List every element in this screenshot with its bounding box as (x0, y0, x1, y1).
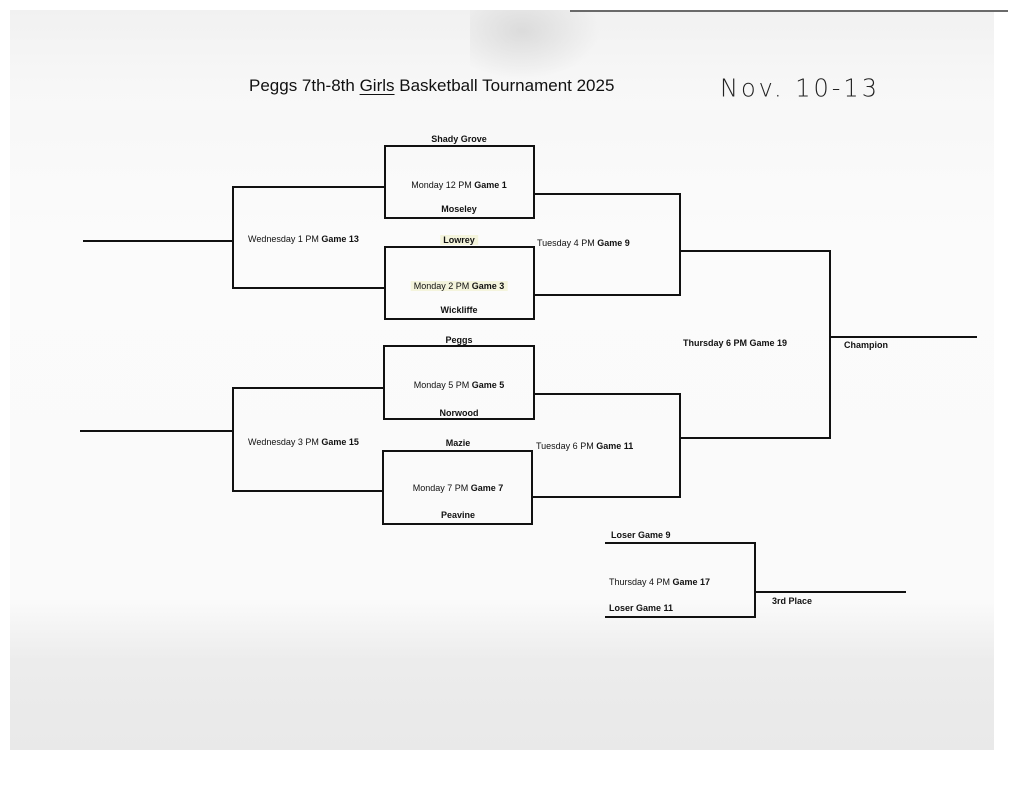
team-moseley: Moseley (441, 204, 477, 214)
team-mazie: Mazie (445, 438, 471, 448)
team-peggs: Peggs (445, 335, 473, 345)
game-15-time: Wednesday 3 PM (248, 437, 322, 447)
game-17-label: Thursday 4 PM Game 17 (609, 577, 710, 587)
game-15-label: Wednesday 3 PM Game 15 (248, 437, 359, 447)
game-9-time: Tuesday 4 PM (537, 238, 598, 248)
bracket-line (233, 490, 383, 492)
game-1-box (384, 145, 535, 219)
bracket-line (754, 542, 756, 618)
bracket-line (233, 186, 384, 188)
game-13-label: Wednesday 1 PM Game 13 (248, 234, 359, 244)
scan-edge-line (570, 10, 1008, 12)
game-5-time: Monday 5 PM (413, 380, 472, 390)
game-7-number: Game 7 (470, 483, 504, 493)
handwritten-dates: Nov. 10-13 (720, 73, 880, 103)
bracket-line (83, 240, 233, 242)
game-1-label: Monday 12 PM Game 1 (411, 180, 507, 190)
game-7-box (382, 450, 533, 525)
game-19-label: Thursday 6 PM Game 19 (683, 338, 788, 348)
game-7-label: Monday 7 PM Game 7 (413, 483, 504, 493)
bracket-line (679, 393, 681, 498)
third-place-line (756, 591, 906, 593)
team-wickliffe: Wickliffe (440, 305, 478, 315)
bracket-line (681, 437, 831, 439)
game-13-time: Wednesday 1 PM (248, 234, 322, 244)
bracket-line (533, 496, 681, 498)
game-3-number: Game 3 (471, 281, 505, 291)
bracket-line (80, 430, 233, 432)
loser-game-9-label: Loser Game 9 (611, 530, 671, 540)
game-11-time: Tuesday 6 PM (536, 441, 597, 451)
bracket-line (829, 250, 831, 439)
title-girls-underlined: Girls (359, 76, 395, 95)
bracket-line (535, 193, 681, 195)
bracket-line (233, 387, 383, 389)
team-norwood: Norwood (439, 408, 479, 418)
game-3-time: Monday 2 PM (413, 281, 472, 291)
game-17-time: Thursday 4 PM (609, 577, 673, 587)
team-peavine: Peavine (440, 510, 476, 520)
champion-label: Champion (844, 340, 888, 350)
game-3-box (384, 246, 535, 320)
game-1-time: Monday 12 PM (411, 180, 475, 190)
team-shady-grove: Shady Grove (431, 134, 487, 144)
game-9-label: Tuesday 4 PM Game 9 (537, 238, 630, 248)
game-17-number: Game 17 (672, 577, 711, 587)
bracket-line (605, 616, 756, 618)
game-5-label: Monday 5 PM Game 5 (414, 380, 505, 390)
bracket-line (232, 387, 234, 492)
title-prefix: Peggs 7th-8th (249, 76, 360, 95)
loser-game-11-label: Loser Game 11 (609, 603, 674, 613)
game-11-number: Game 11 (596, 441, 634, 451)
bracket-line (605, 542, 756, 544)
game-7-time: Monday 7 PM (412, 483, 471, 493)
game-5-number: Game 5 (471, 380, 505, 390)
game-5-box (383, 345, 535, 420)
bracket-line (232, 186, 234, 289)
game-3-label: Monday 2 PM Game 3 (410, 281, 508, 291)
champion-line (831, 336, 977, 338)
game-15-number: Game 15 (321, 437, 359, 447)
bracket-line (535, 393, 681, 395)
title-suffix: Basketball Tournament 2025 (394, 76, 615, 95)
page-title: Peggs 7th-8th Girls Basketball Tournamen… (249, 76, 614, 96)
third-place-label: 3rd Place (772, 596, 813, 606)
bracket-line (679, 193, 681, 296)
bracket-line (233, 287, 384, 289)
game-9-number: Game 9 (597, 238, 630, 248)
team-lowrey: Lowrey (440, 235, 478, 245)
bracket-line (535, 294, 681, 296)
game-13-number: Game 13 (321, 234, 359, 244)
bracket-line (681, 250, 831, 252)
game-1-number: Game 1 (474, 180, 507, 190)
game-11-label: Tuesday 6 PM Game 11 (536, 441, 633, 451)
